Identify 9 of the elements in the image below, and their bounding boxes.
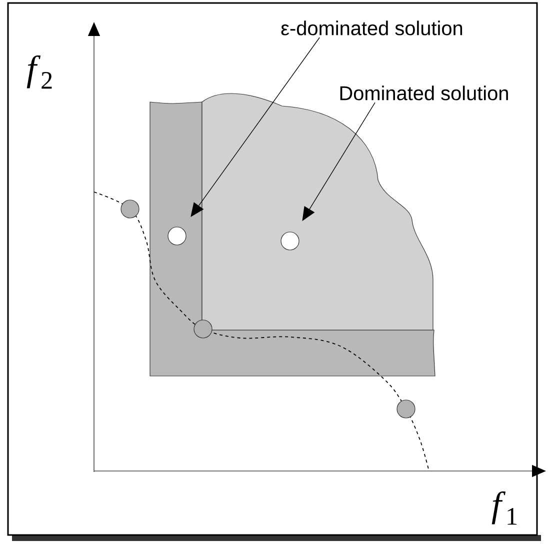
- callout-text: Dominated solution: [340, 86, 508, 100]
- axis-label: f$_{2}$: [26, 55, 52, 89]
- callout-text: ε-dominated solution: [281, 20, 462, 36]
- axis-label: f$_{1}$: [492, 491, 517, 525]
- solution-point: [396, 400, 416, 418]
- solution-point: [120, 200, 140, 218]
- solution-point: [194, 320, 212, 338]
- solution-point: [280, 232, 300, 250]
- solution-point: [168, 226, 186, 246]
